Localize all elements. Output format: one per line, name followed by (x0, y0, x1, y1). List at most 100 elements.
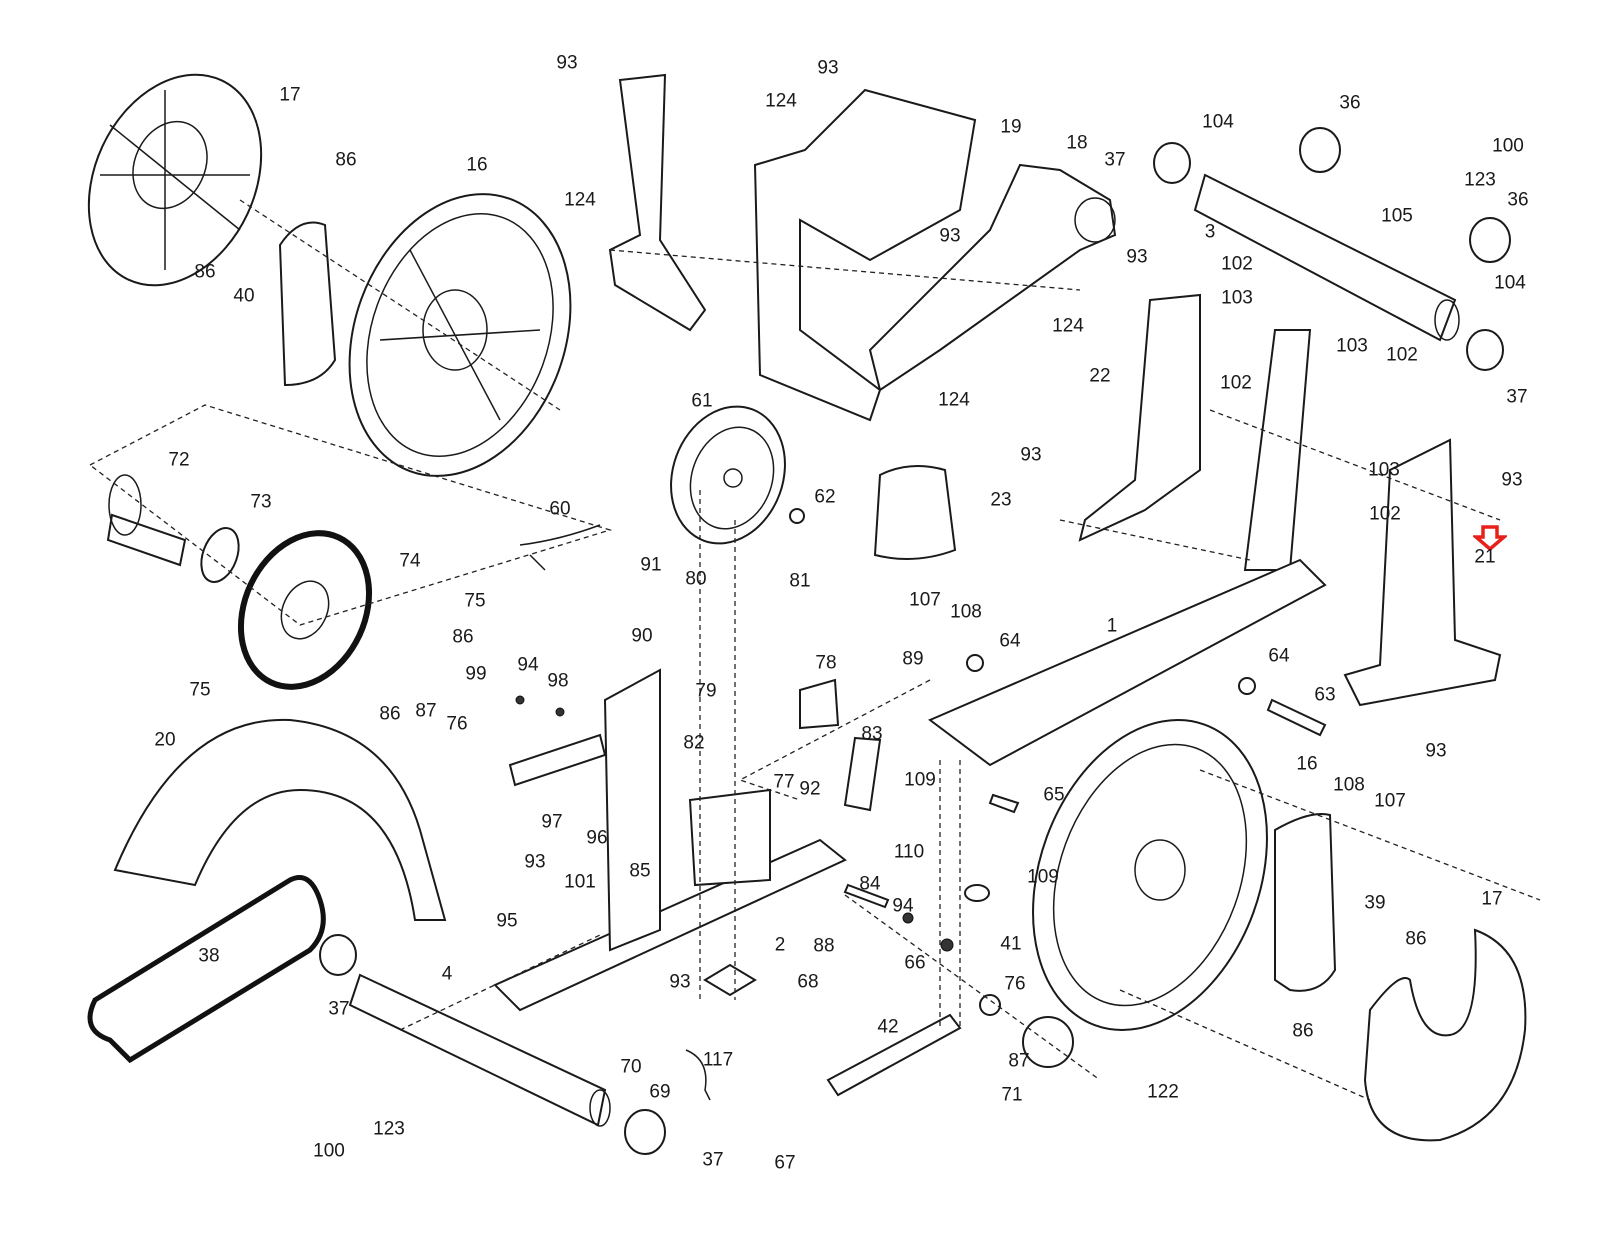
callout-part-36: 36 (1339, 92, 1361, 114)
callout-part-75: 75 (464, 590, 486, 612)
callout-part-93: 93 (1020, 444, 1042, 466)
part-37-cap-bottom (624, 1109, 666, 1155)
callout-part-76: 76 (446, 713, 468, 735)
assembly-lines (89, 199, 1541, 1101)
callout-part-124: 124 (938, 389, 970, 411)
callout-part-61: 61 (691, 390, 713, 412)
part-upright-tube (1243, 329, 1312, 571)
callout-part-104: 104 (1202, 111, 1234, 133)
part-61-pulley (670, 405, 786, 545)
callout-part-18: 18 (1066, 132, 1088, 154)
callout-part-93: 93 (1126, 246, 1148, 268)
part-64-spacer (966, 654, 984, 672)
part-4-stabilizer (348, 973, 607, 1127)
callout-part-93: 93 (556, 52, 578, 74)
callout-part-100: 100 (1492, 135, 1524, 157)
part-41-foot (964, 884, 990, 902)
callout-part-73: 73 (250, 491, 272, 513)
callout-part-93: 93 (1501, 469, 1523, 491)
callout-part-64: 64 (1268, 645, 1290, 667)
part-21-front-shroud (1343, 438, 1502, 707)
callout-part-123: 123 (373, 1118, 405, 1140)
callout-part-122: 122 (1147, 1081, 1179, 1103)
callout-part-93: 93 (669, 971, 691, 993)
callout-part-80: 80 (685, 568, 707, 590)
callout-part-98: 98 (547, 670, 569, 692)
callout-part-95: 95 (496, 910, 518, 932)
callout-part-93: 93 (939, 225, 961, 247)
callout-part-70: 70 (620, 1056, 642, 1078)
part-63-pin (1266, 698, 1327, 737)
callout-part-78: 78 (815, 652, 837, 674)
callout-part-107: 107 (1374, 790, 1406, 812)
callout-part-22: 22 (1089, 365, 1111, 387)
callout-part-82: 82 (683, 732, 705, 754)
callout-part-75: 75 (189, 679, 211, 701)
callout-part-124: 124 (765, 90, 797, 112)
part-76-bearing (979, 994, 1001, 1016)
callout-part-105: 105 (1381, 205, 1413, 227)
callout-part-108: 108 (1333, 774, 1365, 796)
part-68-plate (703, 963, 757, 997)
part-60-wiring-harness (519, 524, 601, 571)
callout-part-40: 40 (233, 285, 255, 307)
callout-part-86: 86 (452, 626, 474, 648)
callout-part-85: 85 (629, 860, 651, 882)
callout-part-17: 17 (279, 84, 301, 106)
callout-part-102: 102 (1220, 372, 1252, 394)
callout-part-86: 86 (379, 703, 401, 725)
part-17-right-cover (1363, 928, 1527, 1142)
callout-part-37: 37 (1506, 386, 1528, 408)
callout-part-86: 86 (335, 149, 357, 171)
callout-part-102: 102 (1221, 253, 1253, 275)
part-2-base-frame (493, 838, 847, 1012)
part-40-plate (278, 221, 337, 387)
callout-part-93: 93 (524, 851, 546, 873)
callout-part-76: 76 (1004, 973, 1026, 995)
callout-part-124: 124 (564, 189, 596, 211)
callout-part-68: 68 (797, 971, 819, 993)
callout-part-62: 62 (814, 486, 836, 508)
callout-part-17: 17 (1481, 888, 1503, 910)
callout-part-79: 79 (695, 680, 717, 702)
callout-part-4: 4 (441, 963, 453, 985)
callout-part-108: 108 (950, 601, 982, 623)
part-73-bearing-housing (200, 527, 240, 583)
callout-part-23: 23 (990, 489, 1012, 511)
part-83-bracket (843, 736, 882, 812)
callout-part-89: 89 (902, 648, 924, 670)
callout-part-37: 37 (702, 1149, 724, 1171)
callout-part-2: 2 (774, 934, 786, 956)
callout-part-39: 39 (1364, 892, 1386, 914)
callout-part-96: 96 (586, 827, 608, 849)
callout-part-92: 92 (799, 778, 821, 800)
callout-part-104: 104 (1494, 272, 1526, 294)
callout-part-109: 109 (1027, 866, 1059, 888)
callout-part-110: 110 (893, 841, 925, 863)
callout-part-67: 67 (774, 1152, 796, 1174)
callout-part-16: 16 (466, 154, 488, 176)
part-38-belt (87, 875, 326, 1064)
callout-part-103: 103 (1336, 335, 1368, 357)
callout-part-20: 20 (154, 729, 176, 751)
callout-part-99: 99 (465, 663, 487, 685)
part-22-seat-post-cover (1078, 293, 1201, 542)
part-37-cap-top (1153, 142, 1191, 184)
callout-part-37: 37 (1104, 149, 1126, 171)
callout-part-74: 74 (399, 550, 421, 572)
callout-part-71: 71 (1001, 1084, 1023, 1106)
callout-part-86: 86 (194, 261, 216, 283)
part-seat-frame-post (603, 668, 661, 952)
part-37-cap-right (1466, 329, 1504, 371)
callout-part-87: 87 (1008, 1050, 1030, 1072)
callout-part-84: 84 (859, 873, 881, 895)
part-23-cup (873, 465, 957, 560)
callout-part-103: 103 (1221, 287, 1253, 309)
part-17-left-cover (87, 73, 263, 287)
callout-part-100: 100 (313, 1140, 345, 1162)
part-42-rail (826, 1013, 962, 1097)
part-shroud-left (608, 73, 707, 332)
callout-part-37: 37 (328, 998, 350, 1020)
callout-part-83: 83 (861, 723, 883, 745)
